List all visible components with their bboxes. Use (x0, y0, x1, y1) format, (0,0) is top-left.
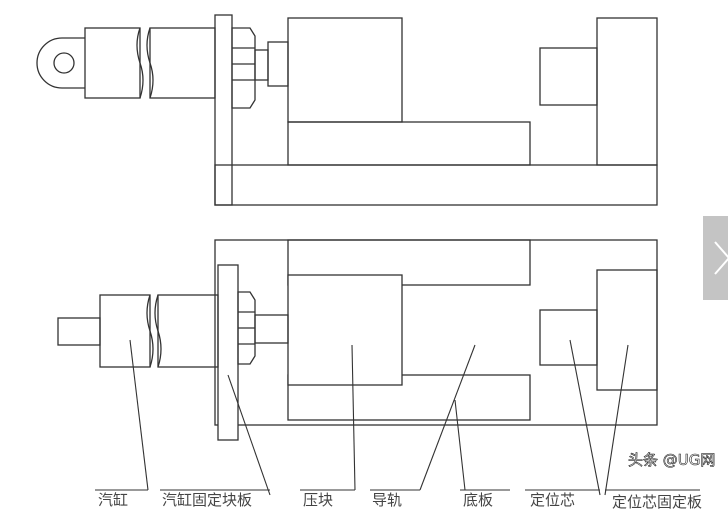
guide-rail-bottom (287, 374, 531, 421)
nut (231, 27, 256, 109)
bottom-view (57, 239, 658, 441)
label-guide-rail: 导轨 (372, 491, 402, 509)
cylinder-rod (57, 317, 101, 346)
locating-core-plate (596, 17, 658, 166)
label-cylinder-plate: 汽缸固定块板 (162, 491, 252, 509)
label-locating-core-plate: 定位芯固定板 (612, 493, 702, 511)
leader-lines (95, 339, 700, 496)
rod-end (267, 41, 289, 87)
leader-press-block (351, 344, 356, 491)
cylinder-body-right (157, 294, 219, 368)
cylinder-body-right (149, 27, 216, 99)
label-press-block: 压块 (303, 491, 333, 509)
rod (254, 49, 269, 81)
cylinder-eye (36, 37, 85, 89)
top-view (36, 14, 658, 206)
leader-base-plate (454, 399, 466, 491)
locating-core (539, 309, 598, 366)
press-block (287, 274, 403, 386)
nut (237, 291, 256, 365)
leader-locating-core (569, 339, 601, 496)
label-cylinder: 汽缸 (98, 491, 128, 509)
eye-hole (53, 52, 75, 74)
press-block (287, 17, 403, 123)
cylinder-plate (214, 14, 233, 206)
watermark: 头条 @UG网 (628, 451, 715, 469)
label-texts: 汽缸 汽缸固定块板 压块 导轨 底板 定位芯 定位芯固定板 头条 @UG网 (98, 451, 716, 511)
guide-rail (287, 121, 531, 166)
leader-locating-core-plate (604, 344, 629, 496)
next-image-button[interactable] (703, 216, 728, 300)
locating-core (539, 47, 598, 106)
locating-core-plate (596, 269, 658, 391)
guide-rail-top (287, 239, 531, 286)
leader-cylinder-plate (227, 374, 271, 496)
leader-cylinder (129, 339, 149, 491)
label-locating-core: 定位芯 (530, 491, 575, 509)
chevron-right-icon (714, 241, 728, 275)
base-plate (214, 164, 658, 206)
break-line (146, 294, 162, 368)
cylinder-body-left (99, 294, 151, 368)
base-plate (214, 239, 658, 426)
cylinder-body-left (84, 27, 141, 99)
leader-guide-rail (419, 344, 476, 491)
label-base-plate: 底板 (463, 491, 493, 509)
cylinder-plate (217, 264, 239, 441)
rod (254, 314, 289, 344)
